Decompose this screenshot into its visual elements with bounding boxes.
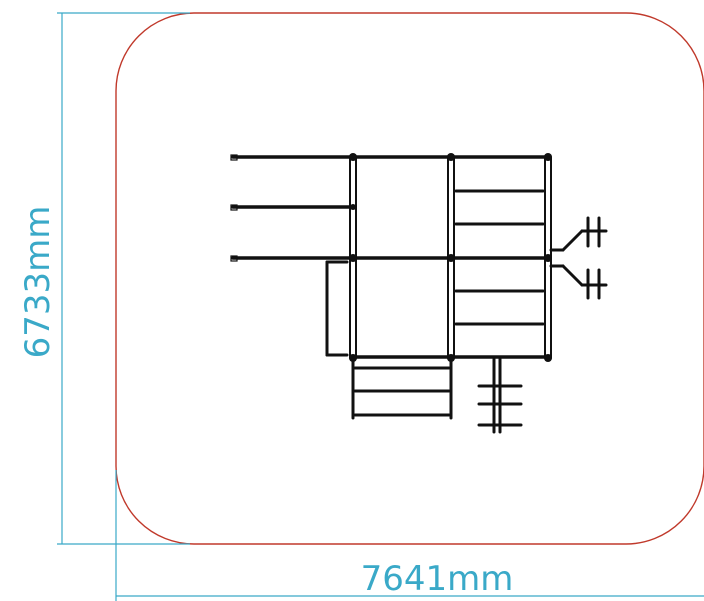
left-rails — [231, 155, 355, 260]
frame-nodes — [349, 153, 552, 362]
width-dimension-label: 7641mm — [361, 559, 514, 599]
width-dimension — [115, 470, 704, 601]
height-dimension — [57, 12, 190, 545]
left-bracket — [325, 260, 349, 357]
bottom-steps — [351, 356, 453, 420]
safety-zone-outline — [115, 12, 704, 545]
right-bay-ladder-rungs — [454, 189, 545, 326]
right-connector — [549, 216, 608, 300]
left-rail-ends — [230, 154, 238, 262]
lower-ladder — [477, 357, 523, 434]
height-dimension-label: 6733mm — [18, 206, 58, 359]
play-structure — [230, 153, 608, 434]
